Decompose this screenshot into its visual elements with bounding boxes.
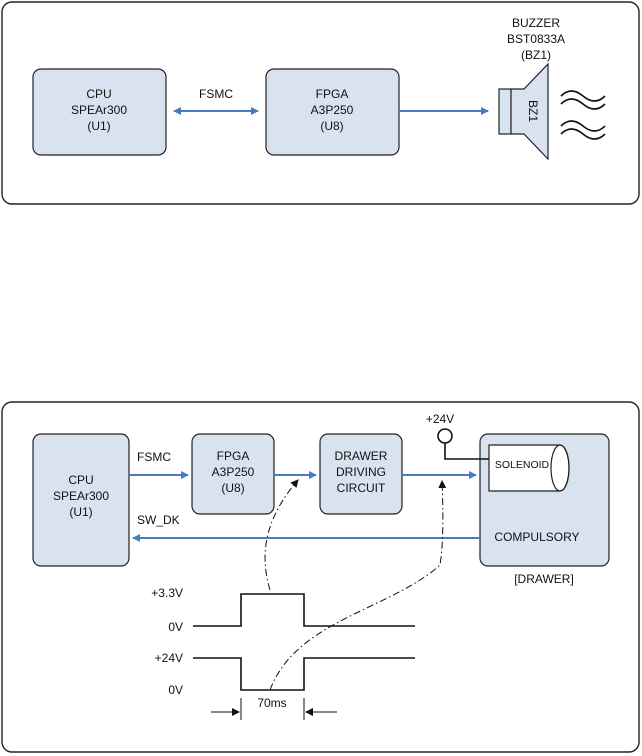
- buzzer-label-line-2: BST0833A: [507, 32, 565, 46]
- cpu-block-2-line-1: CPU: [68, 473, 93, 487]
- drawer-diagram: CPU SPEAr300 (U1) FPGA A3P250 (U8) DRAWE…: [1, 401, 640, 753]
- buzzer-icon: [498, 62, 606, 161]
- sw-dk-label: SW_DK: [137, 513, 180, 527]
- fpga-block-2-line-2: A3P250: [212, 465, 255, 479]
- driver-block-line-2: DRIVING: [336, 465, 386, 479]
- cpu-block-2-line-2: SPEAr300: [53, 489, 109, 503]
- supply-label: +24V: [426, 412, 454, 426]
- cpu-block-1: [32, 68, 167, 156]
- buzzer-label-line-1: BUZZER: [512, 16, 560, 30]
- cpu-block-1-line-3: (U1): [87, 119, 110, 133]
- drive-probe-line: [269, 480, 447, 691]
- fsmc-label-1: FSMC: [199, 87, 233, 101]
- timing-diagram: +3.3V 0V +24V 0V 70ms: [151, 479, 447, 720]
- solenoid-label: SOLENOID: [495, 459, 550, 471]
- cpu-block-2-line-3: (U1): [69, 505, 92, 519]
- fsmc-label-2: FSMC: [137, 450, 171, 464]
- compulsory-label: COMPULSORY: [494, 530, 579, 544]
- cpu-block-1-line-1: CPU: [86, 87, 111, 101]
- control-probe-line: [264, 479, 299, 591]
- fpga-block-2-line-3: (U8): [221, 481, 244, 495]
- buzzer-diagram: CPU SPEAr300 (U1) FPGA A3P250 (U8) FSMC …: [1, 1, 640, 205]
- driver-block-line-1: DRAWER: [335, 449, 388, 463]
- timing-label-0v-a: 0V: [168, 620, 183, 634]
- cpu-block-2: [32, 433, 130, 567]
- fpga-block-1-line-3: (U8): [320, 119, 343, 133]
- pulse-width-label: 70ms: [257, 696, 286, 710]
- supply-terminal-icon: [437, 428, 453, 444]
- buzzer-label-line-3: (BZ1): [521, 48, 551, 62]
- buzzer-body-label: BZ1: [526, 100, 540, 122]
- fpga-block-2-line-1: FPGA: [217, 449, 250, 463]
- driver-block-line-3: CIRCUIT: [337, 481, 386, 495]
- timing-label-3v3: +3.3V: [151, 586, 183, 600]
- solenoid-icon: [488, 444, 570, 492]
- timing-label-24v: +24V: [155, 651, 183, 665]
- fpga-block-1-line-1: FPGA: [316, 87, 349, 101]
- cpu-block-1-line-2: SPEAr300: [71, 103, 127, 117]
- drawer-label: [DRAWER]: [514, 572, 574, 586]
- drive-pulse-waveform: [193, 657, 415, 691]
- timing-label-0v-b: 0V: [168, 683, 183, 697]
- fpga-block-1-line-2: A3P250: [311, 103, 354, 117]
- control-pulse-waveform: [193, 593, 415, 627]
- supply-wire: [444, 443, 489, 460]
